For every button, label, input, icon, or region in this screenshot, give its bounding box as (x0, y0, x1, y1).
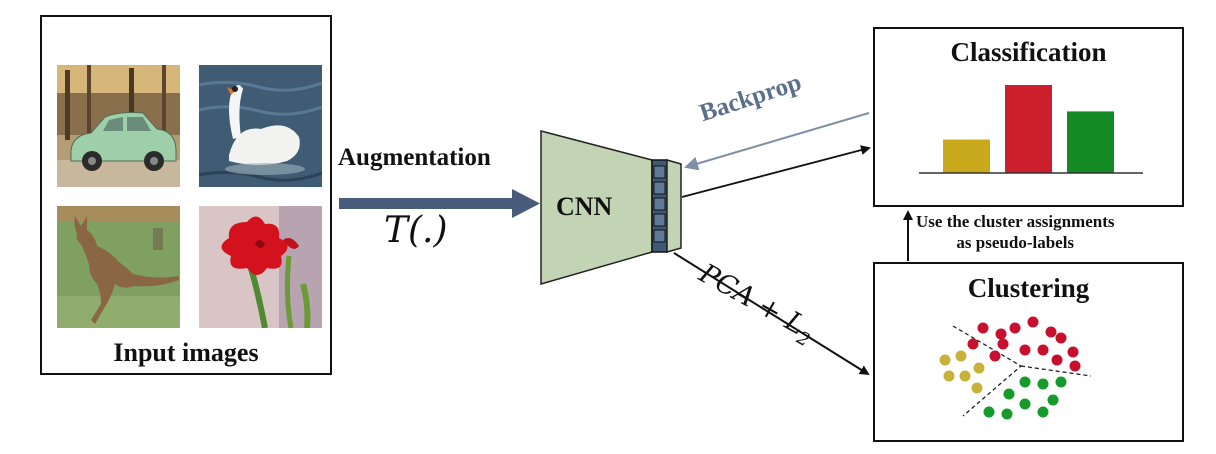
augmentation-label: Augmentation (338, 144, 491, 171)
feature-vector (651, 159, 682, 253)
flower-photo (199, 206, 322, 328)
input-images-panel: Input images (40, 15, 332, 375)
pseudo-label-note: Use the cluster assignments as pseudo-la… (916, 211, 1114, 253)
pseudo-label-line-1: Use the cluster assignments (916, 212, 1115, 231)
cluster-point-yellow (973, 362, 985, 374)
transform-label: T(.) (384, 210, 448, 251)
cluster-point-yellow (943, 370, 955, 382)
cluster-scatter (939, 316, 1092, 420)
class-bar (943, 139, 990, 173)
cluster-point-red (977, 322, 989, 334)
cluster-point-yellow (971, 382, 983, 394)
classify-arrow (681, 145, 871, 198)
class-bar (1005, 85, 1052, 173)
input-images-label: Input images (113, 338, 259, 367)
class-bar (1067, 111, 1114, 173)
cluster-point-green (983, 406, 995, 418)
cluster-point-red (1069, 360, 1081, 372)
swan-photo (199, 65, 322, 187)
cluster-point-red (1051, 354, 1063, 366)
cluster-point-green (1037, 406, 1049, 418)
cnn-label: CNN (556, 192, 613, 221)
classification-bars (919, 85, 1143, 174)
clustering-panel: Clustering (873, 262, 1184, 442)
cluster-point-green (1019, 376, 1031, 388)
cluster-point-red (989, 350, 1001, 362)
cluster-point-green (1047, 394, 1059, 406)
cluster-point-green (1001, 408, 1013, 420)
car-photo (57, 65, 180, 187)
classification-panel: Classification (873, 27, 1184, 207)
backprop-arrow (684, 112, 870, 171)
cluster-point-red (1009, 322, 1021, 334)
pseudo-label-line-2: as pseudo-labels (956, 233, 1075, 252)
cluster-point-red (997, 338, 1009, 350)
cluster-point-green (1055, 376, 1067, 388)
cluster-point-yellow (955, 350, 967, 362)
cluster-point-red (1055, 332, 1067, 344)
classification-title: Classification (950, 37, 1107, 67)
cluster-boundary (1020, 365, 1092, 377)
cluster-point-yellow (939, 354, 951, 366)
cluster-point-green (1019, 398, 1031, 410)
augmentation-arrow (339, 189, 540, 218)
cluster-point-red (967, 338, 979, 350)
cluster-point-yellow (959, 370, 971, 382)
cluster-point-red (1019, 344, 1031, 356)
cluster-point-red (1027, 316, 1039, 328)
pca-arrow (673, 252, 870, 376)
cluster-point-red (995, 328, 1007, 340)
cluster-point-red (1045, 326, 1057, 338)
kangaroo-photo (57, 206, 180, 328)
cluster-point-red (1067, 346, 1079, 358)
cluster-point-green (1003, 388, 1015, 400)
clustering-title: Clustering (967, 273, 1090, 303)
cluster-point-green (1037, 378, 1049, 390)
cluster-point-red (1037, 344, 1049, 356)
